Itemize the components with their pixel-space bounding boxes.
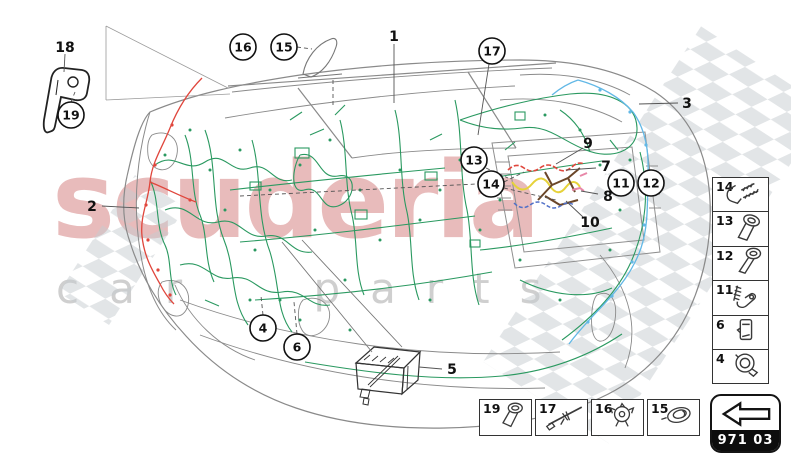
- retaining-clip-icon: [601, 399, 643, 435]
- part-number-label: 11: [716, 282, 734, 298]
- wiring-harness-red-front: [141, 77, 203, 305]
- sidebar-part-13[interactable]: 13: [713, 212, 768, 247]
- round-grommet-icon: [722, 349, 768, 383]
- callout-13[interactable]: 13: [460, 146, 488, 174]
- callout-19[interactable]: 19: [57, 101, 85, 129]
- sidebar-part-6[interactable]: 6: [713, 315, 768, 350]
- callout-12[interactable]: 12: [637, 169, 665, 197]
- svg-text:11: 11: [612, 176, 629, 191]
- bottom-part-16[interactable]: 16: [591, 399, 644, 436]
- svg-text:13: 13: [465, 153, 482, 168]
- cable-clip-icon: [722, 315, 768, 349]
- clip-bracket-with-screws-icon: [722, 177, 768, 211]
- grommet-plug-icon: [489, 399, 531, 435]
- svg-text:12: 12: [642, 176, 659, 191]
- antenna-fin: [297, 37, 343, 79]
- svg-text:17: 17: [483, 44, 500, 59]
- leader-lines: [63, 44, 679, 370]
- callout-15[interactable]: 15: [270, 33, 298, 61]
- wiring-harness-green: [149, 92, 647, 379]
- back-arrow-icon: [712, 396, 779, 432]
- circled-callouts: 19 16 15 17 13 14: [57, 33, 665, 361]
- sidebar-part-4[interactable]: 4: [713, 349, 768, 384]
- sidebar-part-11[interactable]: 11: [713, 281, 768, 316]
- callout-10[interactable]: 10: [580, 215, 600, 231]
- bolt-icon: [722, 246, 768, 280]
- antenna-cable-icon: [545, 399, 587, 435]
- callout-9[interactable]: 9: [583, 136, 593, 152]
- part-number-label: 6: [716, 316, 725, 332]
- engine-bay-frame: [491, 131, 661, 269]
- callout-11[interactable]: 11: [607, 169, 635, 197]
- callout-8[interactable]: 8: [603, 189, 613, 205]
- sidebar-part-14[interactable]: 14: [713, 177, 768, 213]
- sidebar-part-12[interactable]: 12: [713, 246, 768, 282]
- part-number-label: 19: [483, 401, 501, 416]
- callout-4[interactable]: 4: [249, 314, 277, 342]
- checker-band-right: [483, 26, 791, 444]
- callout-1[interactable]: 1: [389, 29, 399, 45]
- svg-text:16: 16: [234, 40, 252, 55]
- part-group-code: 971 03: [712, 430, 779, 451]
- callout-18[interactable]: 18: [55, 40, 74, 56]
- bottom-part-17[interactable]: 17: [535, 399, 588, 436]
- svg-text:19: 19: [62, 108, 79, 123]
- bottom-part-19[interactable]: 19: [479, 399, 532, 436]
- part-number-label: 16: [595, 401, 613, 416]
- part-number-label: 13: [716, 213, 734, 229]
- callout-5[interactable]: 5: [447, 362, 457, 378]
- antenna-base-icon: [657, 399, 699, 435]
- callout-7[interactable]: 7: [601, 159, 611, 175]
- grommet-plug-icon: [722, 212, 768, 246]
- fuse-box-part: [354, 346, 422, 406]
- engine-wiring-colored: [507, 162, 588, 209]
- svg-text:14: 14: [482, 177, 500, 192]
- parts-sidebar: 14 13 12: [712, 177, 769, 385]
- svg-text:15: 15: [275, 40, 292, 55]
- callout-6[interactable]: 6: [283, 333, 311, 361]
- callout-3[interactable]: 3: [682, 96, 692, 112]
- parts-bottom-row: 19 17 16: [479, 399, 700, 436]
- part-number-label: 15: [651, 401, 669, 416]
- part-number-label: 17: [539, 401, 557, 416]
- part-number-label: 12: [716, 247, 734, 263]
- svg-text:4: 4: [259, 321, 268, 336]
- svg-text:6: 6: [293, 340, 302, 355]
- callout-2[interactable]: 2: [87, 199, 97, 215]
- bracket-part: [42, 67, 91, 134]
- callout-14[interactable]: 14: [477, 170, 505, 198]
- bracket-with-screw-icon: [722, 281, 768, 315]
- callout-16[interactable]: 16: [229, 33, 257, 61]
- part-number-box[interactable]: 971 03: [710, 394, 781, 453]
- bottom-part-15[interactable]: 15: [647, 399, 700, 436]
- callout-17[interactable]: 17: [478, 37, 506, 65]
- checker-band-left: [58, 174, 186, 326]
- part-number-label: 4: [716, 350, 725, 366]
